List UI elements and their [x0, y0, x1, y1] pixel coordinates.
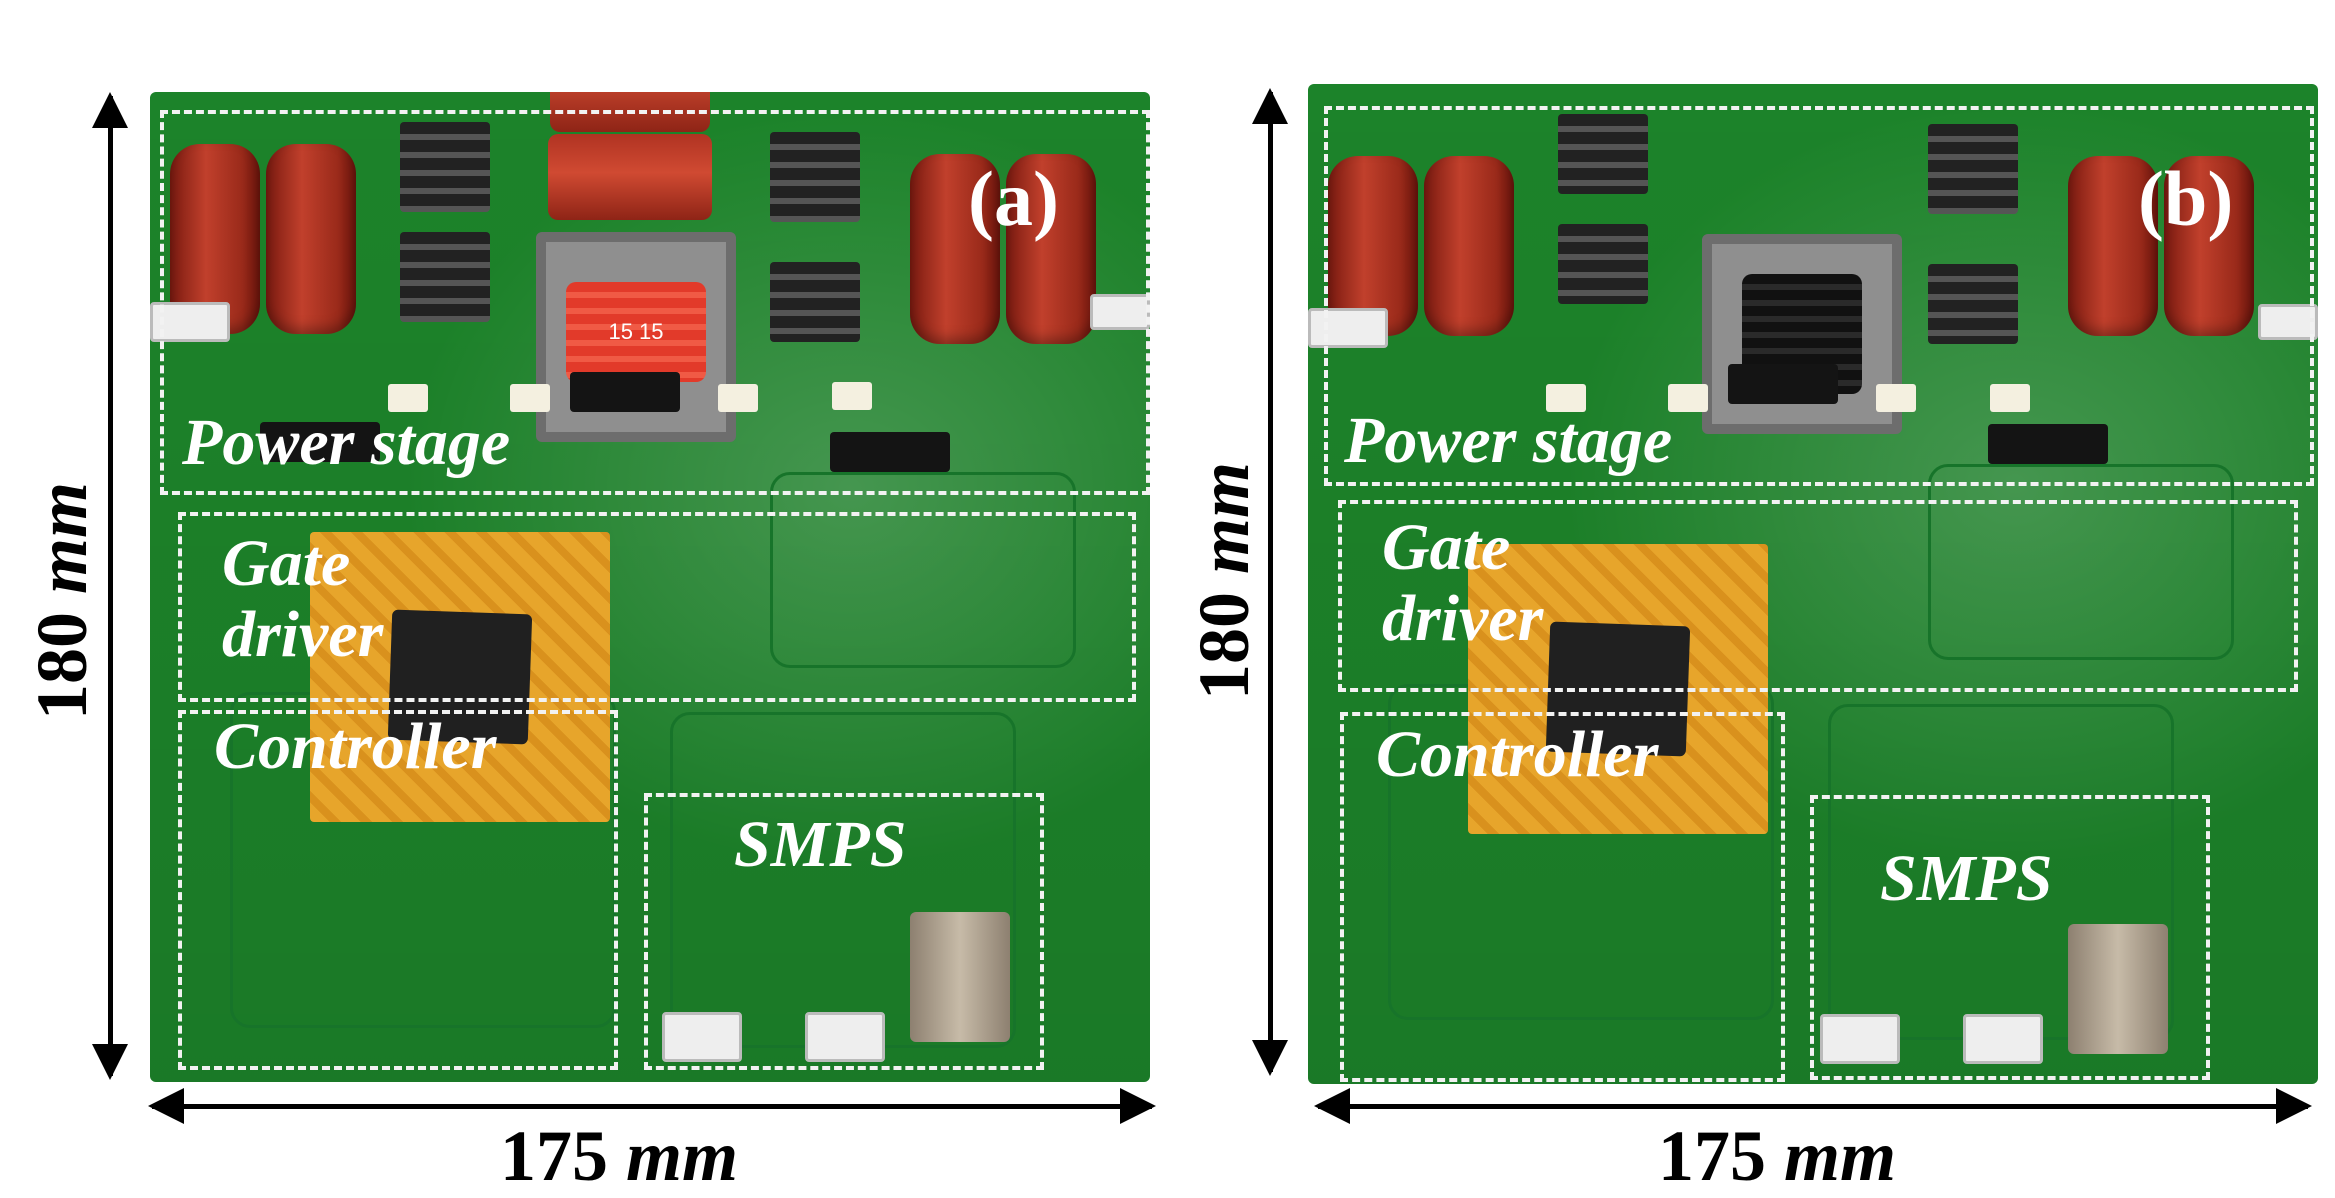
- connector: [662, 1012, 742, 1062]
- film-capacitor: [2068, 156, 2158, 336]
- pcb-board-a: 15 15: [150, 92, 1150, 1082]
- smps-region: [644, 793, 1044, 1070]
- film-capacitor: [1006, 154, 1096, 344]
- mosfet-heatsink: [1558, 114, 1648, 194]
- controller-board: [310, 532, 610, 822]
- power-stage-label: Power stage: [182, 406, 511, 479]
- optocoupler: [1990, 384, 2030, 412]
- panel-tag-b: (b): [2138, 155, 2234, 242]
- terminal: [2258, 304, 2318, 340]
- dc-link-capacitor: [548, 134, 712, 220]
- gate-driver-ic: [1728, 364, 1838, 404]
- film-capacitor: [2164, 156, 2254, 336]
- width-dimension-label: 175 mm: [1658, 1116, 1897, 1196]
- smps-region: [1810, 795, 2210, 1080]
- height-dimension-arrow: [92, 92, 128, 1080]
- power-stage-region: [1324, 106, 2314, 486]
- optocoupler: [1546, 384, 1586, 412]
- power-stage-label: Power stage: [1344, 404, 1673, 477]
- mosfet-heatsink: [400, 232, 490, 322]
- pcb-trace: [770, 472, 1076, 668]
- smps-module: [910, 912, 1010, 1042]
- connector: [805, 1012, 885, 1062]
- mosfet-heatsink: [1928, 264, 2018, 344]
- transformer: 15 15: [536, 232, 736, 442]
- optocoupler: [1668, 384, 1708, 412]
- optocoupler: [1876, 384, 1916, 412]
- mosfet-heatsink: [400, 122, 490, 212]
- pcb-trace: [1928, 464, 2234, 660]
- optocoupler: [718, 384, 758, 412]
- controller-region: [1340, 712, 1785, 1082]
- width-dimension-arrow: [148, 1088, 1156, 1124]
- controller-label: Controller: [1376, 718, 1659, 791]
- film-capacitor: [910, 154, 1000, 344]
- smps-label: SMPS: [1880, 842, 2053, 915]
- film-capacitor: [1328, 156, 1418, 336]
- width-dimension-label: 175 mm: [500, 1116, 739, 1196]
- mosfet-heatsink: [1558, 224, 1648, 304]
- connector: [1963, 1014, 2043, 1064]
- controller-region: [178, 710, 618, 1070]
- panel-tag-a: (a): [968, 155, 1059, 242]
- terminal: [1090, 294, 1150, 330]
- gate-driver-label: Gate driver: [1382, 511, 1544, 656]
- gate-driver-region: [1338, 500, 2298, 692]
- gate-driver-ic: [260, 422, 380, 462]
- height-dimension-label: 180 mm: [22, 481, 102, 720]
- coil-label: 15 15: [608, 319, 664, 344]
- mosfet-heatsink: [1928, 124, 2018, 214]
- gate-driver-label: Gate driver: [222, 527, 384, 672]
- optocoupler: [388, 384, 428, 412]
- gate-driver-ic: [1988, 424, 2108, 464]
- gate-driver-ic: [570, 372, 680, 412]
- pcb-board-b: [1308, 84, 2318, 1084]
- smps-module: [2068, 924, 2168, 1054]
- gate-driver-ic: [830, 432, 950, 472]
- optocoupler: [510, 384, 550, 412]
- transformer-coil-red: 15 15: [566, 282, 706, 382]
- mosfet-heatsink: [770, 262, 860, 342]
- controller-label: Controller: [214, 710, 497, 783]
- power-stage-region: [160, 110, 1150, 495]
- film-capacitor: [1424, 156, 1514, 336]
- height-dimension-label: 180 mm: [1184, 461, 1264, 700]
- smps-label: SMPS: [734, 808, 907, 881]
- connector: [1820, 1014, 1900, 1064]
- terminal: [1308, 308, 1388, 348]
- film-capacitor: [266, 144, 356, 334]
- panel-b: Power stage Gate driver Controller SMPS …: [1168, 0, 2335, 1198]
- mosfet-heatsink: [770, 132, 860, 222]
- panel-a: 15 15 Power stage Gate driver Controller…: [22, 92, 1156, 1196]
- height-dimension-arrow: [1252, 88, 1288, 1076]
- gate-driver-region: [178, 512, 1136, 702]
- optocoupler: [832, 382, 872, 410]
- width-dimension-arrow: [1314, 1088, 2312, 1124]
